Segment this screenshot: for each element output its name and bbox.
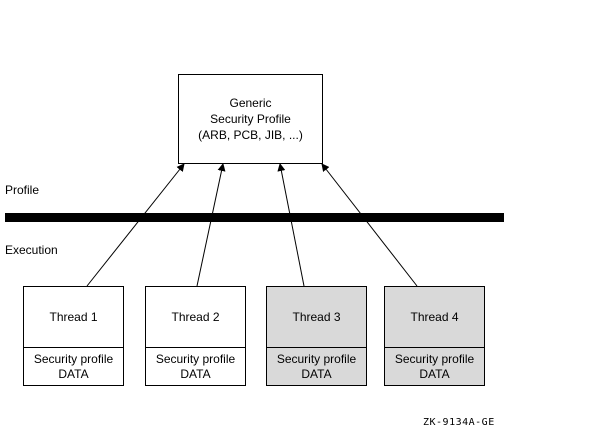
thread-data-section: Security profile DATA — [267, 347, 366, 385]
thread-name: Thread 4 — [410, 310, 459, 324]
thread-3-box: Thread 3 Security profile DATA — [266, 286, 367, 386]
thread-4-box: Thread 4 Security profile DATA — [384, 286, 485, 386]
profile-title-line1: Generic — [229, 96, 272, 110]
arrow-thread2-to-profile — [196, 163, 226, 287]
arrow-thread3-to-profile — [277, 163, 305, 287]
thread-data-line1: Security profile — [155, 351, 236, 366]
thread-data-line2: DATA — [301, 366, 332, 381]
thread-1-box: Thread 1 Security profile DATA — [23, 286, 124, 386]
arrow-thread4-to-profile — [321, 163, 418, 287]
thread-data-section: Security profile DATA — [24, 347, 123, 385]
arrow-thread1-to-profile — [86, 163, 185, 287]
thread-data-line1: Security profile — [33, 351, 114, 366]
profile-layer-label: Profile — [5, 183, 40, 197]
thread-name: Thread 3 — [292, 310, 341, 324]
profile-title-line2: Security Profile — [210, 112, 291, 126]
thread-data-line1: Security profile — [276, 351, 357, 366]
thread-data-line2: DATA — [419, 366, 450, 381]
thread-data-line2: DATA — [180, 366, 211, 381]
thread-data-section: Security profile DATA — [385, 347, 484, 385]
thread-data-line1: Security profile — [394, 351, 475, 366]
layer-divider-bar — [5, 213, 504, 222]
thread-name: Thread 2 — [171, 310, 220, 324]
thread-data-line2: DATA — [58, 366, 89, 381]
profile-title-line3: (ARB, PCB, JIB, ...) — [198, 128, 303, 142]
figure-id: ZK-9134A-GE — [423, 417, 495, 428]
thread-name: Thread 1 — [49, 310, 98, 324]
generic-security-profile-box: Generic Security Profile (ARB, PCB, JIB,… — [178, 74, 323, 164]
execution-layer-label: Execution — [5, 243, 58, 257]
thread-2-box: Thread 2 Security profile DATA — [145, 286, 246, 386]
thread-data-section: Security profile DATA — [146, 347, 245, 385]
